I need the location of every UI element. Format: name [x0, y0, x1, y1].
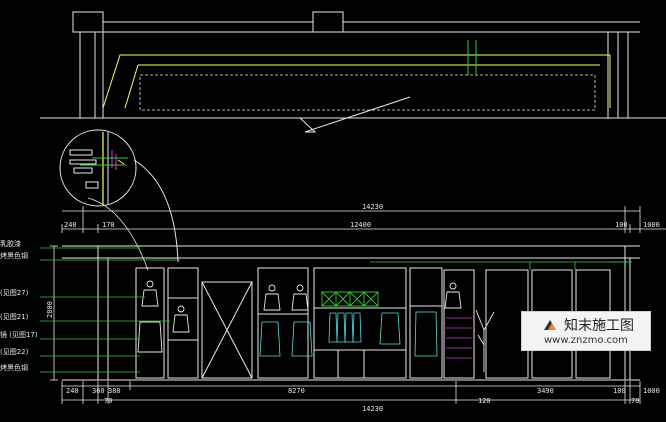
garments — [259, 311, 438, 357]
break-line — [299, 96, 411, 133]
mannequin-left — [137, 280, 190, 353]
right-green-lines — [370, 261, 632, 270]
dim-bottom-seg1: 360 — [92, 387, 105, 395]
dim-top-middle: 12400 — [350, 221, 371, 229]
canopy-frame — [102, 54, 611, 109]
dim-bottom-seg-r1: 100 — [613, 387, 626, 395]
detail-callout — [59, 129, 179, 271]
left-panel — [135, 267, 253, 379]
elevation-outline — [62, 245, 640, 381]
dim-top-left-margin: 240 — [64, 221, 77, 229]
dim-top-segment-a: 170 — [102, 221, 115, 229]
dim-top-right-margin: 1000 — [643, 221, 660, 229]
dim-height: 2800 — [46, 301, 54, 318]
dim-top-segment-b: 100 — [615, 221, 628, 229]
dim-bottom-sub-mid: 120 — [478, 397, 491, 405]
dim-bottom-sub-right: 70 — [631, 397, 639, 405]
dimension-top — [61, 206, 666, 233]
green-rails — [467, 40, 477, 75]
watermark-brand: 知末施工图 — [564, 318, 634, 334]
cross-grid-panel — [321, 291, 379, 307]
brand-logo-icon — [544, 320, 556, 330]
dimension-bottom-labels: 240 360 380 8270 3490 100 1000 70 120 70… — [66, 387, 660, 413]
callout-7: 烤黑色钢 — [0, 363, 28, 372]
callout-5: 镜 (见图17) — [0, 330, 38, 339]
mannequins-center — [263, 282, 462, 311]
dim-top-overall: 14230 — [362, 203, 383, 211]
watermark-url: www.znzmo.com — [544, 335, 628, 346]
callout-4: (见图21) — [0, 313, 29, 321]
callout-2: 烤黑色钢 — [0, 251, 28, 260]
canopy-inner — [139, 74, 596, 111]
callout-1: 乳胶漆 — [0, 239, 21, 248]
dim-bottom-seg2: 380 — [108, 387, 121, 395]
dim-bottom-middle: 8270 — [288, 387, 305, 395]
display-center — [257, 267, 443, 379]
watermark-badge: 知末施工图 www.znzmo.com — [521, 311, 651, 351]
callout-3: (见图27) — [0, 289, 29, 297]
callout-leaders — [40, 247, 180, 373]
dimension-bottom — [61, 381, 641, 404]
decorative-branch — [475, 309, 495, 372]
height-dimension — [50, 245, 58, 381]
dim-bottom-overall: 14230 — [362, 405, 383, 413]
dim-bottom-right-margin: 1000 — [643, 387, 660, 395]
callout-6: (见图22) — [0, 348, 29, 356]
dim-bottom-sub-left: 70 — [104, 397, 112, 405]
stair-rails — [446, 317, 472, 359]
dim-bottom-left-margin: 240 — [66, 387, 79, 395]
ceiling-section — [40, 11, 666, 119]
dim-bottom-right-mid: 3490 — [537, 387, 554, 395]
callout-labels: 乳胶漆 烤黑色钢 (见图27) (见图21) 镜 (见图17) (见图22) 烤… — [0, 239, 38, 372]
dimension-top-labels: 14230 240 170 12400 100 1000 — [64, 203, 660, 229]
